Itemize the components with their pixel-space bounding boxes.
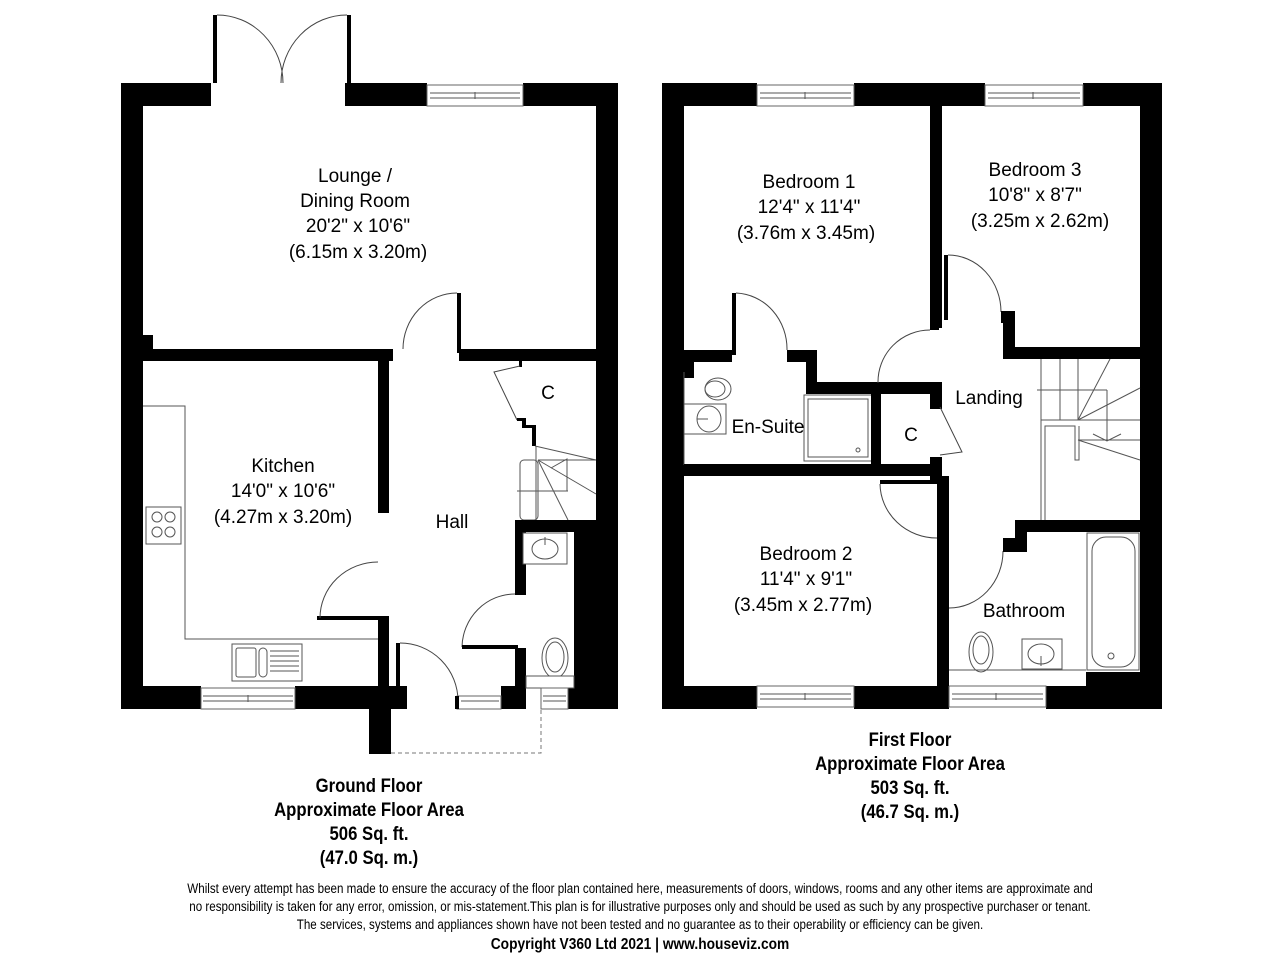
french-door-left-jamb	[213, 15, 217, 83]
room-name-bedroom-3: Bedroom 3	[989, 160, 1082, 181]
wall-internal	[1003, 347, 1140, 359]
wall-internal	[459, 349, 596, 361]
room-dim-imperial: 20'2" x 10'6"	[306, 216, 410, 237]
wall-south-4	[568, 686, 618, 709]
bath-icon	[1086, 532, 1140, 671]
room-name-lounge: Lounge /	[318, 166, 393, 187]
wall-north-mid	[345, 83, 427, 106]
wall-north	[854, 83, 985, 106]
wall-internal	[378, 361, 389, 513]
floor-title: Ground Floor	[315, 776, 423, 797]
room-name-cupboard: C	[904, 425, 918, 446]
wall-internal	[937, 476, 949, 686]
wall-east	[1140, 83, 1162, 709]
ground-floor-plan: Lounge / Dining Room 20'2" x 10'6" (6.15…	[121, 14, 618, 754]
copyright-notice: Copyright V360 Ltd 2021 | www.houseviz.c…	[490, 936, 790, 953]
door-swing-arc	[216, 14, 284, 84]
wall-east	[596, 83, 618, 709]
wall-porch	[369, 709, 391, 754]
door-swing-arc	[879, 483, 938, 539]
wall-internal	[1015, 520, 1140, 532]
door-swing-arc	[877, 329, 931, 384]
first-floor-plan: Bedroom 1 12'4" x 11'4" (3.76m x 3.45m) …	[662, 83, 1162, 709]
wall-south	[1046, 686, 1162, 709]
window	[540, 687, 569, 710]
floor-area-sqft: 506 Sq. ft.	[329, 824, 409, 845]
shower-tray-icon	[803, 394, 873, 462]
wall-north-right	[523, 83, 618, 106]
door-swing-arc	[947, 254, 1002, 313]
room-name-cupboard: C	[541, 383, 555, 404]
cupboard-door	[493, 365, 521, 421]
door-swing-arc	[280, 14, 348, 84]
wall-south-2	[295, 686, 385, 709]
disclaimer: Whilst every attempt has been made to en…	[124, 880, 1156, 954]
wall-internal	[143, 335, 153, 349]
disclaimer-line-1: Whilst every attempt has been made to en…	[187, 881, 1093, 896]
hob-icon	[145, 506, 182, 545]
wall-internal	[930, 106, 942, 328]
room-name-bedroom-1: Bedroom 1	[763, 172, 856, 193]
floor-area-sqm: (47.0 Sq. m.)	[319, 848, 419, 869]
room-dim-imperial: 14'0" x 10'6"	[231, 481, 335, 502]
french-door-right-jamb	[347, 15, 351, 83]
worktop	[143, 405, 378, 640]
door-swing-arc	[402, 292, 458, 350]
door-swing-arc	[399, 642, 459, 702]
disclaimer-line-3: The services, systems and appliances sho…	[296, 917, 984, 932]
room-dim-imperial: 11'4" x 9'1"	[760, 569, 852, 590]
window	[948, 685, 1047, 708]
door-swing-arc	[319, 561, 379, 619]
wall-internal	[515, 520, 596, 532]
room-name-bedroom-2: Bedroom 2	[760, 544, 853, 565]
wall-south	[854, 686, 949, 709]
wall-west	[662, 83, 684, 709]
room-dim-metric: (6.15m x 3.20m)	[289, 242, 427, 263]
room-dim-metric: (3.76m x 3.45m)	[737, 223, 875, 244]
floor-area-label: Approximate Floor Area	[274, 800, 464, 821]
floor-title: First Floor	[868, 730, 952, 751]
wall-south	[662, 686, 757, 709]
floor-area-sqft: 503 Sq. ft.	[870, 778, 950, 799]
room-name-hall: Hall	[436, 512, 469, 533]
wall-south-1	[121, 686, 201, 709]
door-swing-arc	[461, 593, 516, 648]
toilet-icon	[968, 631, 994, 673]
room-name-lounge-2: Dining Room	[300, 191, 410, 212]
cupboard-door	[939, 406, 963, 456]
porch-outline	[391, 709, 542, 754]
floor-area-label: Approximate Floor Area	[815, 754, 1005, 775]
ground-floor-summary: Ground Floor Approximate Floor Area 506 …	[237, 775, 501, 871]
wall-north-left	[121, 83, 211, 106]
window	[984, 84, 1084, 107]
room-dim-imperial: 12'4" x 11'4"	[758, 197, 861, 218]
room-dim-metric: (3.45m x 2.77m)	[734, 595, 872, 616]
wall-internal	[871, 394, 881, 464]
disclaimer-line-2: no responsibility is taken for any error…	[189, 899, 1091, 914]
wall-west	[121, 83, 143, 709]
door-swing-arc	[735, 292, 788, 351]
wall-internal	[684, 464, 942, 476]
first-floor-summary: First Floor Approximate Floor Area 503 S…	[778, 729, 1042, 825]
room-dim-imperial: 10'8" x 8'7"	[988, 185, 1082, 206]
wall-internal	[684, 350, 732, 362]
room-name-landing: Landing	[955, 388, 1023, 409]
room-dim-metric: (3.25m x 2.62m)	[971, 211, 1109, 232]
wall-south-3	[501, 686, 526, 709]
room-dim-metric: (4.27m x 3.20m)	[214, 507, 352, 528]
door-swing-arc	[948, 550, 1004, 609]
room-name-bathroom: Bathroom	[983, 601, 1065, 622]
room-name-kitchen: Kitchen	[251, 456, 314, 477]
room-name-en-suite: En-Suite	[732, 417, 805, 438]
floor-area-sqm: (46.7 Sq. m.)	[860, 802, 960, 823]
wall-north	[662, 83, 757, 106]
